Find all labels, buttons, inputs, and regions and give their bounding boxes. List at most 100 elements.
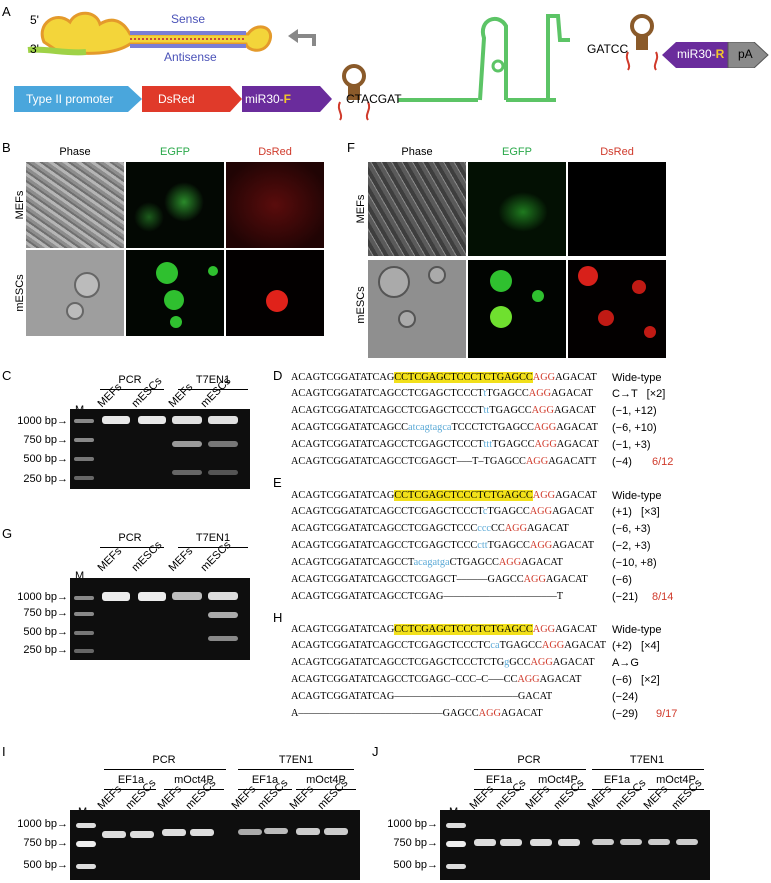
five-prime-label: 5'	[30, 13, 39, 27]
sense-label: Sense	[171, 12, 206, 26]
i-marker-1000: 1000 bp→	[17, 818, 68, 830]
c-group-pcr: PCR	[118, 374, 142, 386]
shrna-hairpin-diagram	[27, 11, 273, 56]
g-marker-250: 250 bp→	[23, 644, 68, 656]
j-subgroup: EF1a	[485, 774, 513, 786]
h-row-label: (+2) [×4]	[612, 640, 660, 652]
egfp-image-mescs	[126, 250, 224, 336]
e-row-label: (−6, +3)	[612, 523, 651, 535]
g-marker-1000: 1000 bp→	[17, 591, 68, 603]
curved-arrow-icon	[288, 29, 316, 46]
g-lane-label: MEFs	[95, 545, 125, 574]
j-group-line-pcr	[474, 769, 586, 770]
panel-letter-h: H	[273, 610, 283, 625]
pa-label: pA	[738, 47, 753, 61]
j-subgroup-line	[474, 789, 524, 790]
panel-letter-b: B	[2, 140, 11, 155]
dsred-image-mefs	[226, 162, 324, 248]
j-marker-500: 500 bp→	[393, 859, 438, 871]
panel-letter-j: J	[372, 744, 379, 759]
f-col-label-dsred: DsRed	[600, 146, 634, 158]
d-wildtype-sequence: ACAGTCGGATATCAGCCTCGAGCTCCCTCTGAGCCAGGAG…	[291, 372, 597, 383]
panel-letter-f: F	[347, 140, 355, 155]
panel-letter-d: D	[273, 368, 283, 383]
f-row-label-mefs: MEFs	[355, 194, 367, 224]
e-row-label: (−6)	[612, 574, 632, 586]
i-group-line-pcr	[104, 769, 226, 770]
i-marker-500: 500 bp→	[23, 859, 68, 871]
f-row-label-mescs: mESCs	[355, 286, 367, 324]
h-sequence-row: ACAGTCGGATATCAGCCTCGAGC–CCC–C–––CCAGGAGA…	[291, 674, 582, 685]
e-row-label: (−21)	[612, 591, 638, 603]
c-gel-image	[70, 409, 250, 489]
h-row-label: (−6) [×2]	[612, 674, 660, 686]
g-lane-label: MEFs	[166, 545, 196, 574]
c-marker-750: 750 bp→	[23, 434, 68, 446]
f-dsred-image-mescs	[568, 260, 666, 358]
g-group-pcr: PCR	[118, 532, 142, 544]
mir30-f-label: miR30-F	[245, 92, 292, 106]
j-marker-750: 750 bp→	[393, 837, 438, 849]
g-lane-m: M	[75, 570, 85, 582]
j-subgroup: mOct4P	[538, 774, 578, 786]
hairpin-icon-right	[625, 14, 659, 71]
panel-letter-a: A	[2, 4, 11, 19]
j-subgroup-line	[648, 789, 704, 790]
d-sequence-row: ACAGTCGGATATCAGCCatcagtagcaTCCCTCTGAGCCA…	[291, 422, 598, 433]
h-ratio: 9/17	[656, 708, 678, 720]
h-sequence-row: A––––––––––––––––––––––––––––GAGCCAGGAGA…	[291, 708, 543, 719]
j-gel-image	[440, 810, 710, 880]
h-sequence-row: ACAGTCGGATATCAGCCTCGAGCTCCCTCTGgGCCAGGAG…	[291, 657, 595, 668]
g-group-t7en1: T7EN1	[195, 532, 231, 544]
j-group-t7en1: T7EN1	[629, 754, 665, 766]
i-subgroup-line	[164, 789, 224, 790]
panel-letter-g: G	[2, 526, 13, 541]
construct-arrows	[14, 86, 332, 112]
gatcc-label: GATCC	[587, 42, 629, 56]
d-sequence-row: ACAGTCGGATATCAGCCTCGAGCT–––T–TGAGCCAGGAG…	[291, 456, 597, 467]
i-gel-image	[70, 810, 360, 880]
e-wildtype-sequence: ACAGTCGGATATCAGCCTCGAGCTCCCTCTGAGCCAGGAG…	[291, 490, 597, 501]
j-lane-label: MEFs	[523, 783, 553, 812]
i-subgroup: EF1a	[117, 774, 145, 786]
c-group-t7en1: T7EN1	[195, 374, 231, 386]
f-egfp-image-mescs	[468, 260, 566, 358]
e-sequence-row: ACAGTCGGATATCAGCCTCGAGCTCCCcccCCAGGAGACA…	[291, 523, 569, 534]
d-row-label: (−1, +12)	[612, 405, 657, 417]
i-group-t7en1: T7EN1	[278, 754, 314, 766]
h-wildtype-sequence: ACAGTCGGATATCAGCCTCGAGCTCCCTCTGAGCCAGGAG…	[291, 624, 597, 635]
e-sequence-row: ACAGTCGGATATCAGCCTCGAGCT––––––GAGCCAGGAG…	[291, 574, 588, 585]
j-subgroup-line	[530, 789, 586, 790]
i-subgroup-line	[296, 789, 356, 790]
j-lane-label: MEFs	[585, 783, 615, 812]
promoter-label: Type II promoter	[26, 92, 114, 106]
d-sequence-row: ACAGTCGGATATCAGCCTCGAGCTCCCTtttTGAGCCAGG…	[291, 439, 599, 450]
egfp-image-mefs	[126, 162, 224, 248]
row-label-mescs: mESCs	[14, 274, 26, 312]
j-marker-1000: 1000 bp→	[387, 818, 438, 830]
g-lane-label: mESCs	[198, 539, 234, 574]
i-subgroup-line	[238, 789, 292, 790]
c-group-line-t7en1	[178, 389, 248, 390]
mir30-stem-loop-diagram	[398, 14, 570, 102]
c-marker-500: 500 bp→	[23, 453, 68, 465]
g-group-line-pcr	[100, 547, 164, 548]
h-row-label: (−29)	[612, 708, 638, 720]
j-group-pcr: PCR	[517, 754, 541, 766]
j-group-line-t7en1	[592, 769, 704, 770]
panel-letter-e: E	[273, 475, 282, 490]
h-sequence-row: ACAGTCGGATATCAG––––––––––––––––––––––––G…	[291, 691, 553, 702]
i-group-pcr: PCR	[152, 754, 176, 766]
c-marker-1000: 1000 bp→	[17, 415, 68, 427]
i-subgroup: mOct4P	[306, 774, 346, 786]
h-row-label: (−24)	[612, 691, 638, 703]
hairpin-icon-left	[337, 64, 371, 121]
panel-letter-c: C	[2, 368, 12, 383]
j-subgroup-line	[592, 789, 642, 790]
j-lane-label: MEFs	[467, 783, 497, 812]
i-subgroup-line	[104, 789, 156, 790]
e-sequence-row: ACAGTCGGATATCAGCCTCGAGCTCCCTcTGAGCCAGGAG…	[291, 506, 594, 517]
d-row-label: (−1, +3)	[612, 439, 651, 451]
phase-image-mefs	[26, 162, 124, 248]
mir30-r-label: miR30-R	[677, 47, 725, 61]
